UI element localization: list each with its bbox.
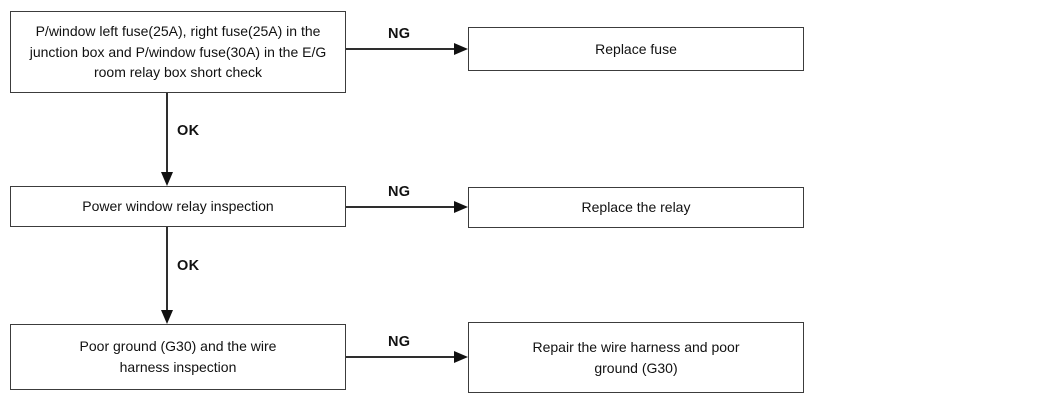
step1-check-box: P/window left fuse(25A), right fuse(25A)… — [10, 11, 346, 93]
step2-ng-label: NG — [388, 184, 411, 200]
step3-fail-action-text: Repair the wire harness and poor ground … — [532, 338, 740, 376]
step1-ng-arrow-line — [346, 48, 458, 50]
step3-ng-arrow-line — [346, 356, 458, 358]
step3-check-box: Poor ground (G30) and the wire harness i… — [10, 324, 346, 390]
step1-ng-arrowhead-icon — [454, 43, 468, 55]
step1-fail-action-text: Replace fuse — [595, 40, 677, 57]
step2-ok-arrowhead-icon — [161, 310, 173, 324]
step2-ng-arrowhead-icon — [454, 201, 468, 213]
step3-fail-action-box: Repair the wire harness and poor ground … — [468, 322, 804, 393]
step2-fail-action-text: Replace the relay — [581, 199, 691, 216]
step3-check-text: Poor ground (G30) and the wire harness i… — [79, 338, 277, 375]
step2-ok-label: OK — [177, 258, 200, 274]
step2-check-box: Power window relay inspection — [10, 186, 346, 227]
step1-fail-action-box: Replace fuse — [468, 27, 804, 71]
step1-ok-arrowhead-icon — [161, 172, 173, 186]
step1-ok-label: OK — [177, 123, 200, 139]
step3-ng-arrowhead-icon — [454, 351, 468, 363]
step2-fail-action-box: Replace the relay — [468, 187, 804, 228]
step1-ok-arrow-line — [166, 93, 168, 174]
step1-check-text: P/window left fuse(25A), right fuse(25A)… — [29, 22, 327, 81]
step2-check-text: Power window relay inspection — [82, 198, 274, 215]
step2-ok-arrow-line — [166, 227, 168, 311]
step3-ng-label: NG — [388, 334, 411, 350]
step1-ng-label: NG — [388, 26, 411, 42]
step2-ng-arrow-line — [346, 206, 458, 208]
